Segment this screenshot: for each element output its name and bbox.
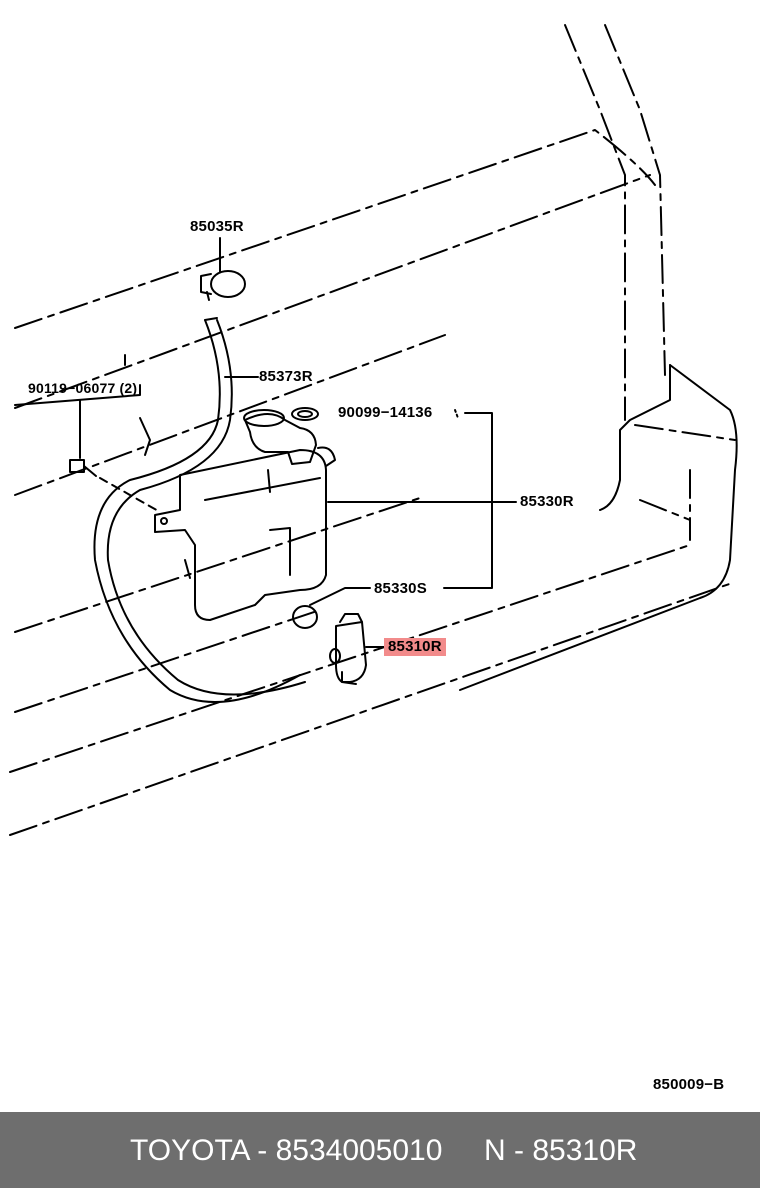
- washer-nozzle-85035R: [200, 237, 246, 301]
- bolt-90119: [69, 399, 161, 513]
- washer-hose-85373R: [93, 317, 306, 703]
- callout-90099-14136: 90099−14136: [338, 404, 433, 421]
- callout-85330R: 85330R: [520, 493, 574, 510]
- footer-reference-number: N - 85310R: [484, 1134, 638, 1167]
- body-outline: [9, 24, 736, 836]
- callout-85310R-highlighted[interactable]: 85310R: [384, 638, 446, 656]
- callout-85330S: 85330S: [374, 580, 427, 597]
- grommet-85330S: [292, 587, 371, 629]
- body-contour: [14, 354, 738, 691]
- diagram-drawing: [9, 24, 738, 836]
- footer-brand-part-number: TOYOTA - 8534005010: [130, 1134, 443, 1167]
- footer-bar: TOYOTA - 8534005010 N - 85310R: [0, 1112, 760, 1188]
- callout-90119-06077: 90119−06077 (2): [28, 380, 138, 396]
- callout-85035R: 85035R: [190, 218, 244, 235]
- washer-tank-85330R: [154, 409, 517, 621]
- gasket-90099: [291, 407, 493, 589]
- diagram-code: 850009−B: [653, 1076, 725, 1093]
- callout-85373R: 85373R: [259, 368, 313, 385]
- washer-motor-85310R: [329, 613, 385, 685]
- parts-diagram: 85035R 85373R 90119−06077 (2) 90099−1413…: [9, 24, 738, 1093]
